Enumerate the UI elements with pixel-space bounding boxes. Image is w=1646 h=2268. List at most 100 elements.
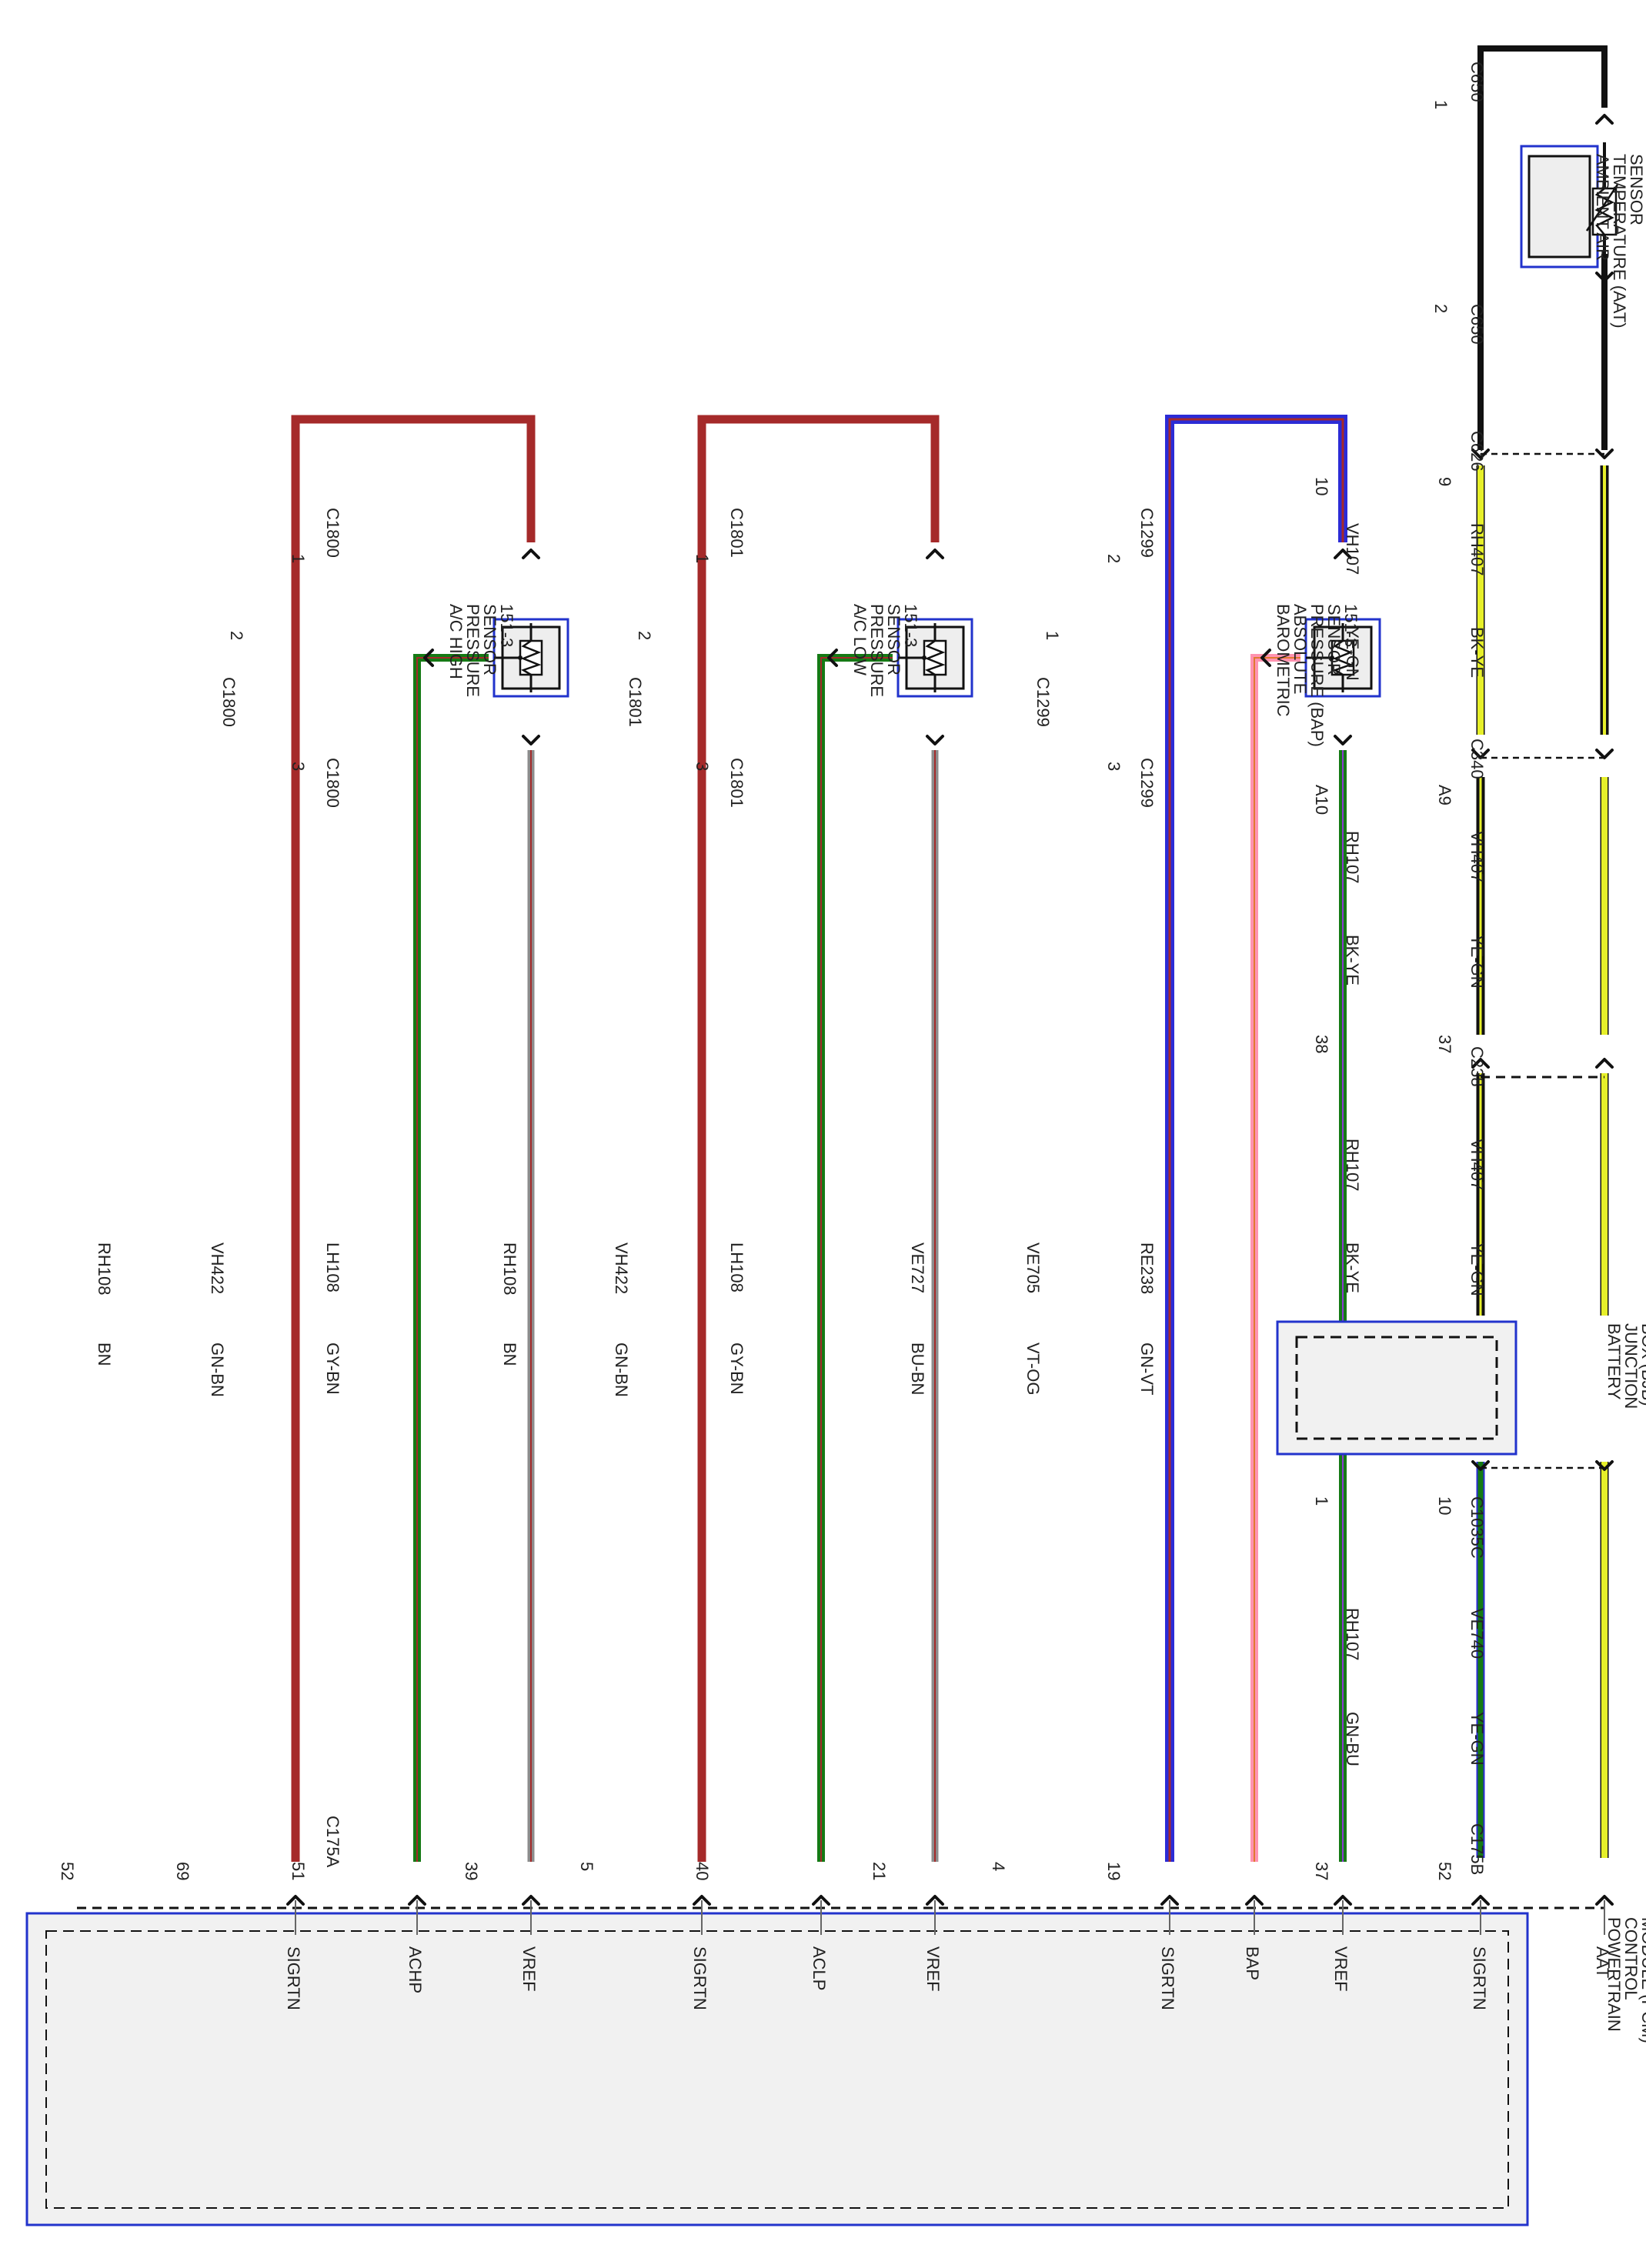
c1801-mid-pin: 2 bbox=[635, 631, 654, 640]
c340-label: C340 bbox=[1467, 739, 1487, 779]
connector-labels: C650 1 C650 2 C626 9 10 C340 A9 A10 C238… bbox=[219, 62, 1487, 1880]
pcm-signal-labels: AAT SIGRTN VREF BAP SIGRTN VREF ACLP SIG… bbox=[284, 1946, 1612, 2010]
c1299-top-pin: 2 bbox=[1104, 554, 1123, 563]
svg-text:VH407: VH407 bbox=[1467, 1139, 1487, 1190]
aclp-sensor-label: A/C LOW PRESSURE SENSOR 151-3 bbox=[850, 604, 920, 697]
bjb-label: BATTERY JUNCTION BOX (BJB) 11-1 bbox=[1604, 1323, 1646, 1409]
svg-text:ACLP: ACLP bbox=[810, 1946, 829, 1990]
svg-text:A/C LOW: A/C LOW bbox=[850, 604, 870, 675]
svg-text:151-3: 151-3 bbox=[497, 604, 516, 647]
svg-text:151-3: 151-3 bbox=[901, 604, 920, 647]
svg-text:PRESSURE: PRESSURE bbox=[463, 604, 482, 697]
svg-text:SENSOR: SENSOR bbox=[1324, 604, 1344, 675]
svg-text:GN-BU: GN-BU bbox=[1343, 1712, 1362, 1766]
svg-text:SIGRTN: SIGRTN bbox=[1470, 1946, 1489, 2010]
svg-text:PRESSURE: PRESSURE bbox=[867, 604, 886, 697]
achp-sensor-label: A/C HIGH PRESSURE SENSOR 151-3 bbox=[446, 604, 516, 697]
c1800-bot-label: C1800 bbox=[323, 758, 342, 808]
aclp-sensor-symbol bbox=[896, 618, 973, 698]
svg-text:PRESSURE (BAP): PRESSURE (BAP) bbox=[1307, 604, 1327, 747]
c626-label: C626 bbox=[1467, 431, 1487, 472]
c626-pin-b: 10 bbox=[1312, 477, 1331, 495]
c650-top-pin: 1 bbox=[1431, 100, 1451, 109]
svg-text:4: 4 bbox=[989, 1862, 1008, 1871]
c1800-top-pin: 1 bbox=[289, 554, 308, 563]
c1800-mid-pin: 2 bbox=[227, 631, 246, 640]
svg-text:SIGRTN: SIGRTN bbox=[690, 1946, 709, 2010]
svg-text:BK-YE: BK-YE bbox=[1467, 627, 1487, 678]
svg-text:BAROMETRIC: BAROMETRIC bbox=[1274, 604, 1293, 717]
svg-text:GY-BN: GY-BN bbox=[323, 1342, 342, 1395]
svg-text:RE238: RE238 bbox=[1137, 1242, 1157, 1294]
c1035c-pin-a: 10 bbox=[1435, 1496, 1454, 1515]
svg-text:VT-OG: VT-OG bbox=[1023, 1342, 1043, 1395]
svg-text:RH107: RH107 bbox=[1343, 831, 1362, 883]
svg-text:BATTERY: BATTERY bbox=[1604, 1323, 1624, 1400]
c626-pin-a: 9 bbox=[1435, 477, 1454, 486]
c1299-mid-pin: 1 bbox=[1043, 631, 1062, 640]
svg-text:MODULE (PCM): MODULE (PCM) bbox=[1638, 1917, 1646, 2043]
c175b-pin-a: 52 bbox=[1435, 1862, 1454, 1880]
c238-pin-a: 37 bbox=[1435, 1035, 1454, 1053]
wire-w16 bbox=[817, 654, 893, 1862]
svg-text:19: 19 bbox=[1104, 1862, 1123, 1880]
bap-sensor-label: BAROMETRIC ABSOLUTE PRESSURE (BAP) SENSO… bbox=[1274, 604, 1361, 747]
svg-text:151-26: 151-26 bbox=[1644, 154, 1646, 207]
c1299-bot-label: C1299 bbox=[1137, 758, 1157, 808]
svg-text:GY-BN: GY-BN bbox=[727, 1342, 746, 1395]
c175b-pin-b: 37 bbox=[1312, 1862, 1331, 1880]
c1299-bot-pin: 3 bbox=[1104, 762, 1123, 771]
svg-text:ACHP: ACHP bbox=[406, 1946, 425, 1993]
svg-text:LH108: LH108 bbox=[323, 1242, 342, 1292]
svg-text:ABSOLUTE: ABSOLUTE bbox=[1290, 604, 1310, 694]
c650-bot-pin: 2 bbox=[1431, 304, 1451, 313]
svg-text:BU-BN: BU-BN bbox=[908, 1342, 927, 1395]
svg-text:GN-VT: GN-VT bbox=[1137, 1342, 1157, 1395]
c340-pin-b: A10 bbox=[1312, 785, 1331, 815]
bap-sensor-symbol bbox=[1304, 618, 1381, 698]
wire-labels: RH407 BK-YE VH107 YE-GN VH407 YE-GN RH10… bbox=[95, 523, 1487, 1766]
bjb-box bbox=[1276, 1320, 1517, 1456]
wire-w13 bbox=[413, 654, 489, 1862]
svg-text:VE727: VE727 bbox=[908, 1242, 927, 1293]
svg-text:40: 40 bbox=[693, 1862, 712, 1880]
aat-sensor-label: AMBIENT AIR TEMPERATURE (AAT) SENSOR 151… bbox=[1593, 154, 1646, 329]
svg-text:5: 5 bbox=[577, 1862, 596, 1871]
svg-text:51: 51 bbox=[289, 1862, 308, 1880]
c1299-mid-label: C1299 bbox=[1033, 677, 1053, 727]
svg-text:POWERTRAIN: POWERTRAIN bbox=[1604, 1917, 1624, 2032]
connector-chevrons bbox=[286, 114, 1614, 1906]
svg-text:69: 69 bbox=[173, 1862, 192, 1880]
svg-text:AAT: AAT bbox=[1593, 1946, 1612, 1978]
svg-text:RH107: RH107 bbox=[1343, 1608, 1362, 1660]
c1801-top-pin: 1 bbox=[693, 554, 712, 563]
svg-text:RH407: RH407 bbox=[1467, 523, 1487, 575]
svg-text:VREF: VREF bbox=[1331, 1946, 1351, 1992]
achp-sensor-symbol bbox=[492, 618, 569, 698]
c1801-top-label: C1801 bbox=[727, 508, 746, 558]
svg-text:VH407: VH407 bbox=[1467, 831, 1487, 882]
svg-text:VE705: VE705 bbox=[1023, 1242, 1043, 1293]
svg-text:VREF: VREF bbox=[519, 1946, 539, 1992]
svg-text:BOX (BJB): BOX (BJB) bbox=[1638, 1323, 1646, 1406]
svg-text:VH422: VH422 bbox=[208, 1242, 227, 1294]
c650-top-label: C650 bbox=[1467, 62, 1487, 102]
c1299-top-label: C1299 bbox=[1137, 508, 1157, 558]
svg-text:A/C HIGH: A/C HIGH bbox=[446, 604, 466, 679]
c238-pin-b: 38 bbox=[1312, 1035, 1331, 1053]
svg-text:BAP: BAP bbox=[1243, 1946, 1262, 1980]
svg-text:GN-BN: GN-BN bbox=[208, 1342, 227, 1397]
svg-text:RH107: RH107 bbox=[1343, 1139, 1362, 1191]
svg-text:21: 21 bbox=[870, 1862, 889, 1880]
svg-text:YE-GN: YE-GN bbox=[1467, 935, 1487, 989]
svg-text:TEMPERATURE (AAT): TEMPERATURE (AAT) bbox=[1610, 154, 1629, 329]
c340-pin-a: A9 bbox=[1435, 785, 1454, 805]
svg-text:SIGRTN: SIGRTN bbox=[1158, 1946, 1177, 2010]
svg-text:VH422: VH422 bbox=[612, 1242, 631, 1294]
svg-text:BN: BN bbox=[95, 1342, 114, 1366]
svg-text:YE-GN: YE-GN bbox=[1343, 627, 1362, 681]
pcm-pin-numbers: 52 37 19 4 21 40 5 39 51 69 52 bbox=[58, 1862, 1123, 1880]
svg-text:SIGRTN: SIGRTN bbox=[284, 1946, 303, 2010]
svg-text:151-3: 151-3 bbox=[1341, 604, 1361, 647]
c175a-label: C175A bbox=[323, 1816, 342, 1868]
